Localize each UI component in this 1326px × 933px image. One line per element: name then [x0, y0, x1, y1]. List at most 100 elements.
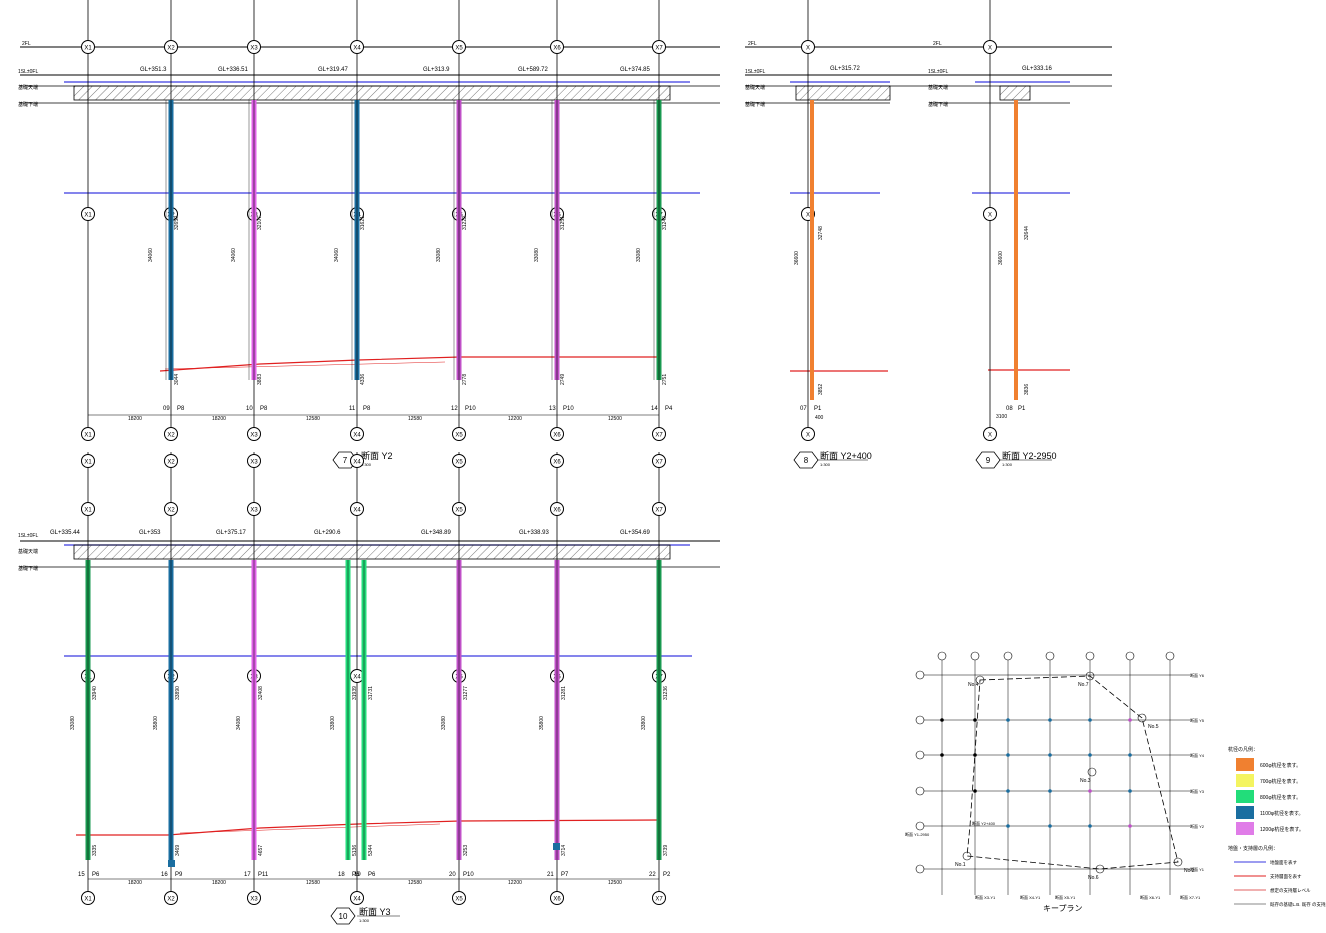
- keyplan-bubble: [915, 670, 925, 680]
- keyplan-col-label: 断面 X3-Y1: [975, 894, 996, 900]
- grid-bubble-label: X7: [655, 433, 663, 439]
- section-number: 8: [804, 456, 809, 465]
- gl-label: GL+338.93: [519, 530, 550, 536]
- legend-line-label: 地盤面を表す: [1270, 859, 1297, 866]
- pile-number: 14: [651, 406, 658, 412]
- keyplan-marker: [975, 675, 985, 685]
- gl-label: GL+319.47: [318, 67, 349, 73]
- gl-label: GL+354.69: [620, 530, 651, 536]
- level-label: 1SL±0FL: [928, 69, 948, 75]
- grid-bubble-label: X4: [353, 460, 361, 466]
- pile-length: 31281: [561, 686, 567, 700]
- level-label: 基礎下端: [745, 101, 765, 108]
- keyplan-marker-label: No.7: [1078, 682, 1089, 688]
- keyplan-bubble: [915, 786, 925, 796]
- legend-label: 600φ杭径を表す。: [1260, 762, 1301, 769]
- gl-label: GL+335.44: [50, 530, 81, 536]
- span-label: 12580: [408, 416, 422, 422]
- level-label: 基礎下端: [18, 101, 38, 108]
- keyplan-row-label: 断面 Y2: [1190, 823, 1205, 829]
- grid-bubble: [81, 502, 95, 516]
- grid-bubble: [801, 427, 815, 441]
- pile-number: 09: [163, 406, 170, 412]
- pile-type: P7: [561, 872, 569, 878]
- keyplan-marker-label: No.6: [1088, 875, 1099, 881]
- gl-label: GL+290.6: [314, 530, 341, 536]
- keyplan-section-label: 断面 Y2+400: [972, 820, 996, 826]
- keyplan-col-label: 断面 X4-Y1: [1020, 894, 1041, 900]
- legend-line-label: 想定の支持層レベル: [1270, 887, 1311, 894]
- legend-line-label: 既存の基礎L.B. 既存 の支持層レベルを表す: [1270, 901, 1326, 908]
- keyplan-pile-dot: [940, 753, 944, 757]
- keyplan-bubble: [937, 651, 947, 661]
- legend-title: 杭径の凡例：: [1228, 746, 1258, 753]
- pile-length: 32408: [258, 686, 264, 700]
- level-label: 2FL: [933, 41, 942, 47]
- legend-swatch: [1236, 758, 1254, 771]
- pile-depth: 35800: [153, 716, 159, 730]
- grid-bubble-label: X3: [250, 508, 258, 514]
- keyplan-bubble: [915, 821, 925, 831]
- pile-tip: 5344: [368, 845, 374, 856]
- grid-bubble-label: X: [988, 46, 992, 52]
- grid-bubble-label: X4: [353, 46, 361, 52]
- pile-tip: 3852: [818, 384, 824, 395]
- grid-bubble: [350, 40, 364, 54]
- pile-tip: 2778: [462, 374, 468, 385]
- keyplan-bubble: [1125, 651, 1135, 661]
- grid-bubble: [164, 454, 178, 468]
- pile-length: 33940: [92, 686, 98, 700]
- legend-label: 800φ杭径を表す。: [1260, 794, 1301, 801]
- pile-depth: 36600: [998, 251, 1004, 265]
- grid-bubble: [983, 40, 997, 54]
- grid-bubble: [452, 40, 466, 54]
- keyplan-bubble: [915, 750, 925, 760]
- pile-depth: 34080: [236, 716, 242, 730]
- keyplan-pile-dot: [1088, 753, 1092, 757]
- grid-bubble-label: X1: [84, 433, 92, 439]
- pile-number: 15: [78, 872, 85, 878]
- pile-tip: 3335: [92, 845, 98, 856]
- pile-type: P6: [352, 872, 360, 878]
- keyplan-pile-dot: [973, 718, 977, 722]
- span-label: 12580: [306, 416, 320, 422]
- pile-depth: 34060: [148, 248, 154, 262]
- grid-bubble-label: X5: [455, 460, 463, 466]
- grid-bubble: [81, 207, 95, 221]
- keyplan-marker: [1137, 713, 1147, 723]
- keyplan-pile-dot: [1128, 718, 1132, 722]
- grid-bubble-label: X3: [250, 897, 258, 903]
- pile-type: P8: [260, 406, 268, 412]
- grid-bubble: [550, 502, 564, 516]
- keyplan-marker: [1087, 767, 1097, 777]
- keyplan-row-label: 断面 Y6: [1190, 672, 1205, 678]
- grid-bubble-label: X1: [84, 213, 92, 219]
- grid-bubble: [350, 427, 364, 441]
- keyplan-pile-dot: [1006, 718, 1010, 722]
- span-label: 12500: [608, 880, 622, 886]
- keyplan-section-label: 断面 Y1-2950: [905, 831, 930, 837]
- pile-number: 08: [1006, 406, 1013, 412]
- gl-label: GL+353: [139, 530, 161, 536]
- grid-bubble: [550, 891, 564, 905]
- grid-bubble: [452, 427, 466, 441]
- level-label: 基礎下端: [928, 101, 948, 108]
- grid-bubble: [247, 40, 261, 54]
- keyplan-title: キープラン: [1043, 904, 1083, 913]
- keyplan-col-label: 断面 X6-Y1: [1140, 894, 1161, 900]
- legend-swatch: [1236, 806, 1254, 819]
- pile-number: 20: [449, 872, 456, 878]
- pile-depth: 33080: [436, 248, 442, 262]
- grid-bubble: [550, 40, 564, 54]
- keyplan-pile-dot: [1128, 753, 1132, 757]
- grid-bubble-label: X: [806, 46, 810, 52]
- section-scale: 1:300: [1002, 462, 1013, 467]
- section-title: 断面 Y2-2950: [1002, 450, 1057, 461]
- gl-label: GL+589.72: [518, 67, 549, 73]
- grid-bubble-label: X3: [250, 460, 258, 466]
- keyplan-boundary: [966, 675, 1179, 870]
- grid-bubble-label: X7: [655, 508, 663, 514]
- pile-length: 32107: [257, 216, 263, 230]
- grid-bubble: [164, 891, 178, 905]
